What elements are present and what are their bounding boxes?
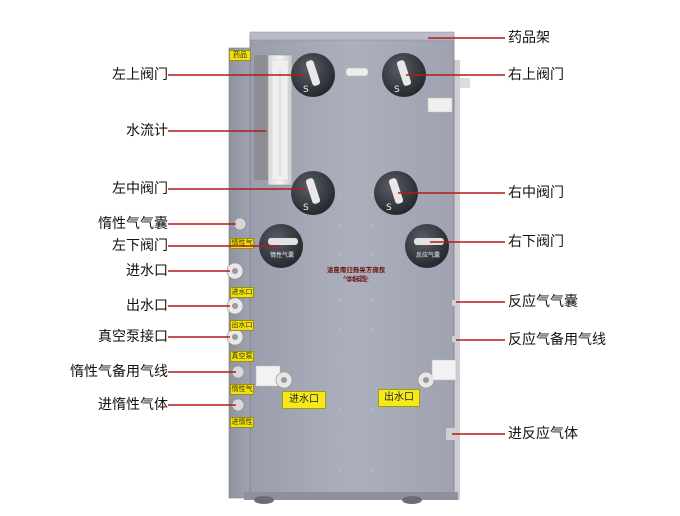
label-valve-middle-right: 右中阀门 [508,185,564,201]
water-inlet-plate: 进水口 [282,391,326,409]
label-inert-gas-inlet: 进惰性气体 [98,397,168,413]
label-reaction-gas-bag: 反应气气囊 [508,294,578,310]
label-reaction-backup-line: 反应气备用气线 [508,332,606,348]
top-fittings [345,67,470,113]
panel-dots [339,194,373,471]
notice-line-1: 请在专业指导下操作本装置 [326,266,386,283]
side-sticker-3: 出水口 [230,320,254,331]
label-valve-lower-right: 右下阀门 [508,234,564,250]
svg-text:S: S [394,85,400,95]
right-ports [446,300,460,440]
dial-right-label: 反应气囊 [415,252,440,259]
label-reaction-gas-inlet: 进反应气体 [508,426,578,442]
base [244,492,458,500]
label-vacuum-port: 真空泵接口 [98,329,168,345]
top-sticker: 药品架 [229,50,251,61]
label-water-outlet: 出水口 [126,298,168,314]
label-inert-backup-line: 惰性气备用气线 [70,364,168,380]
dial-left-label: 惰性气囊 [269,252,294,259]
label-valve-upper-right: 右上阀门 [508,67,564,83]
svg-text:S: S [303,85,309,95]
valves: S S S S [259,53,449,268]
label-valve-middle-left: 左中阀门 [112,181,168,197]
side-sticker-1: 惰性气 [230,238,254,249]
label-valve-lower-left: 左下阀门 [112,238,168,254]
label-reagent-rack: 药品架 [508,30,550,46]
label-inert-gas-bag: 惰性气气囊 [98,216,168,232]
label-valve-upper-left: 左上阀门 [112,67,168,83]
svg-text:S: S [303,203,309,213]
side-sticker-2: 进水口 [230,287,254,298]
foot-right [402,496,422,504]
label-flowmeter: 水流计 [126,123,168,139]
side-sticker-4: 真空泵接口 [230,351,254,362]
notice-line-2: 注意阀门开关方向及气体安全 [326,266,386,283]
water-fittings [255,359,457,389]
water-outlet-plate: 出水口 [378,389,420,407]
foot-left [254,496,274,504]
side-sticker-5: 惰性气备 [230,384,254,395]
top-ledge [249,31,455,41]
svg-text:S: S [386,203,392,213]
label-water-inlet: 进水口 [126,263,168,279]
flowmeter-unit [254,54,293,186]
side-sticker-6: 进惰性气 [230,417,254,428]
